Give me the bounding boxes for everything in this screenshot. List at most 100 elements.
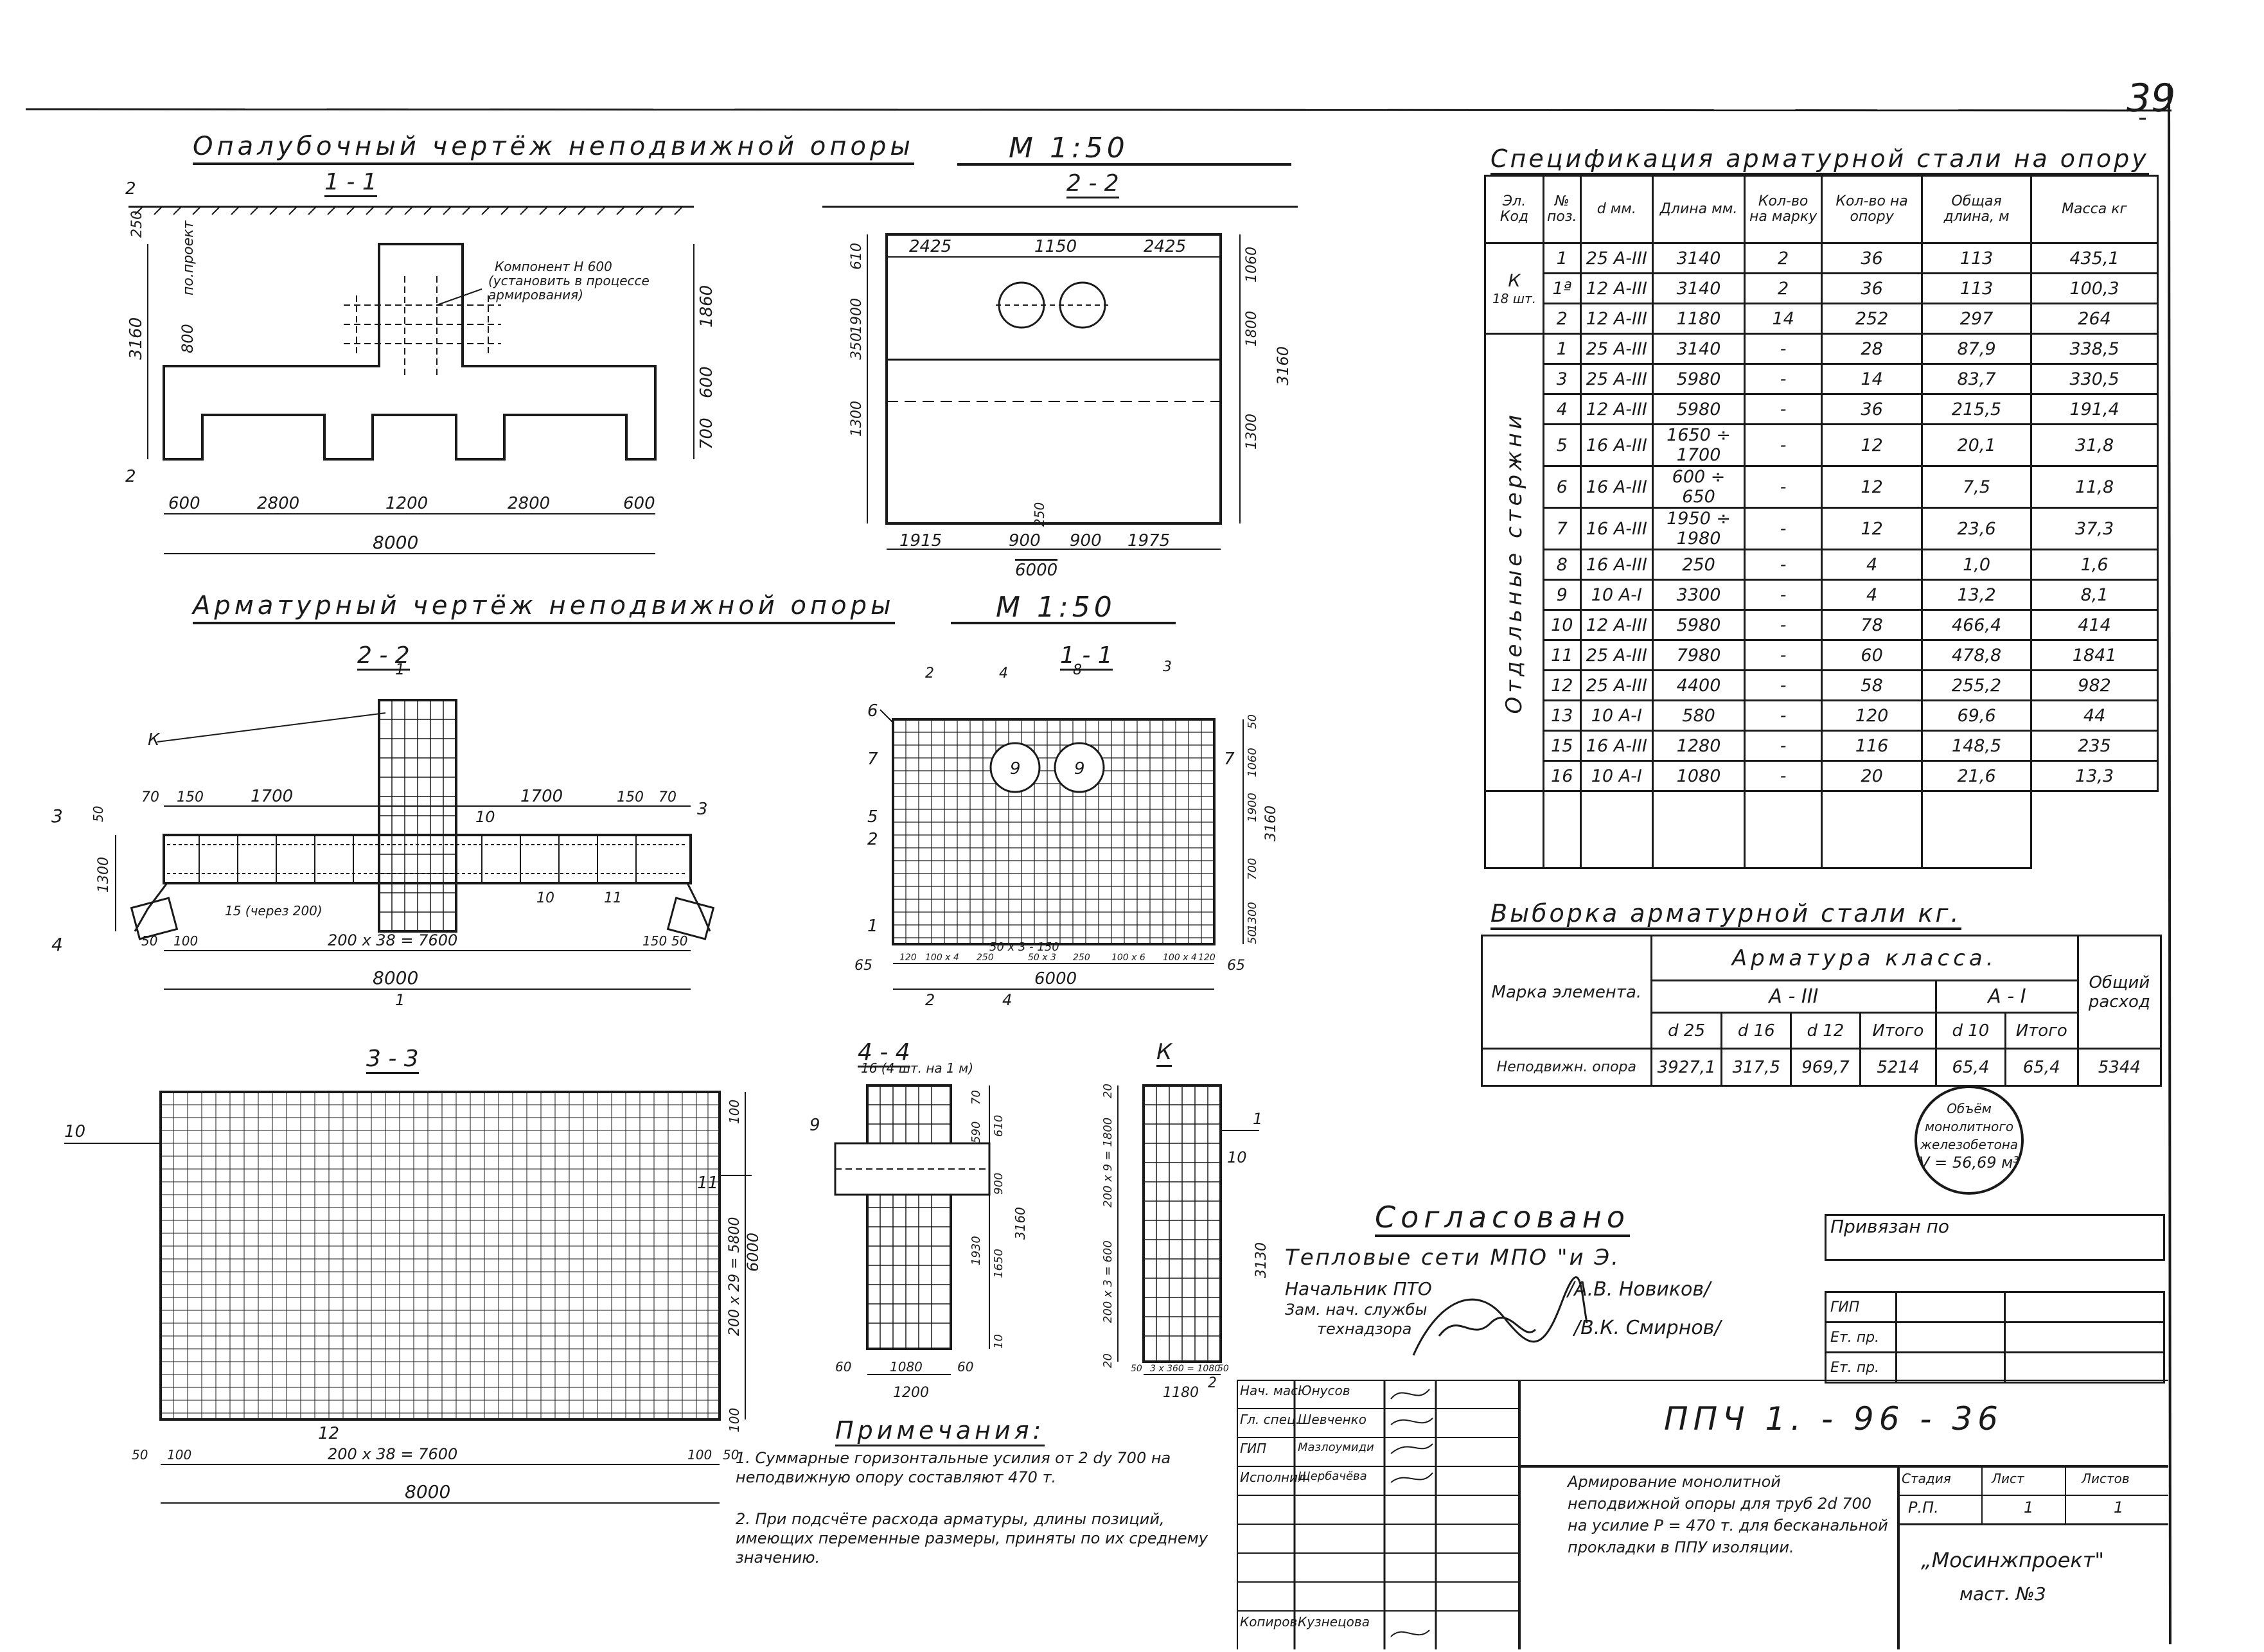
volume-value: V = 56,69 м³: [1919, 1154, 2019, 1172]
volume-line: железобетона: [1920, 1137, 2019, 1152]
table-cell: [1484, 790, 1544, 869]
svg-text:10: 10: [992, 1334, 1005, 1349]
spec-group-rods: Отдельные стержни: [1484, 333, 1544, 792]
svg-text:2: 2: [925, 991, 935, 1009]
svg-text:2800: 2800: [508, 494, 550, 513]
table-cell: 6: [1543, 465, 1582, 509]
svg-text:70: 70: [659, 789, 677, 805]
table-cell: 25 А-III: [1579, 639, 1654, 671]
table-cell: 12 А-III: [1579, 303, 1654, 335]
svg-text:1200: 1200: [893, 1385, 929, 1401]
svg-text:900: 900: [1009, 531, 1041, 550]
table-cell: -: [1743, 465, 1823, 509]
table-cell: 3140: [1652, 272, 1746, 304]
table-cell: 191,4: [2030, 393, 2159, 425]
svg-text:8000: 8000: [373, 532, 418, 553]
tb-role: Исполнил: [1240, 1470, 1306, 1485]
table-cell: 252: [1821, 303, 1923, 335]
svg-text:(установить в процессе: (установить в процессе: [488, 273, 650, 288]
table-cell: -: [1743, 393, 1823, 425]
table-cell: 16 А-III: [1579, 549, 1654, 581]
table-cell: 20,1: [1920, 423, 2033, 467]
table-cell: 21,6: [1920, 760, 2033, 792]
svg-text:12: 12: [318, 1424, 339, 1443]
selection-header-row: Марка элемента. Арматура класса. Общий р…: [1481, 935, 2162, 1050]
svg-text:2800: 2800: [257, 494, 299, 513]
reinforcement-title-underline: [951, 622, 1176, 624]
table-cell: -: [1743, 609, 1823, 641]
reinforcement-2-2-label: 2 - 2: [357, 642, 410, 671]
table-cell: 4400: [1652, 669, 1746, 701]
table-cell: 600 ÷ 650: [1652, 465, 1746, 509]
table-cell: 435,1: [2030, 242, 2159, 274]
table-cell: 4: [1821, 549, 1923, 581]
tb-sheet: 1: [2024, 1498, 2034, 1516]
tb-h-sheets: Листов: [2082, 1471, 2130, 1486]
svg-text:800: 800: [179, 324, 197, 353]
svg-text:200 x 9 = 1800: 200 x 9 = 1800: [1101, 1118, 1115, 1208]
svg-text:350: 350: [849, 333, 865, 360]
table-cell: -: [1743, 669, 1823, 701]
spec-header-cell: d мм.: [1579, 175, 1654, 244]
table-cell: 4: [1543, 393, 1582, 425]
table-cell: 7,5: [1920, 465, 2033, 509]
volume-line: монолитного: [1924, 1119, 2014, 1134]
formwork-title: Опалубочный чертёж неподвижной опоры: [193, 132, 914, 165]
reinforcement-k-label: К: [1156, 1039, 1172, 1067]
tb-name: Мазлоумиди: [1298, 1441, 1374, 1454]
table-cell: 13: [1543, 699, 1582, 732]
table-cell: 2: [1743, 272, 1823, 304]
table-cell: 580: [1652, 699, 1746, 732]
table-cell: 1280: [1652, 730, 1746, 762]
table-cell: 7: [1543, 507, 1582, 550]
table-cell: 12: [1821, 423, 1923, 467]
tb-stage: Р.П.: [1908, 1498, 1939, 1516]
svg-text:1300: 1300: [1244, 414, 1260, 450]
svg-text:1700: 1700: [520, 787, 563, 806]
svg-text:4: 4: [999, 665, 1008, 681]
table-cell: 9: [1543, 579, 1582, 611]
svg-text:250: 250: [1032, 502, 1047, 527]
table-cell: 7980: [1652, 639, 1746, 671]
svg-text:10: 10: [64, 1122, 85, 1141]
tb-role: Нач. мас.: [1240, 1383, 1302, 1398]
table-cell: 5: [1543, 423, 1582, 467]
table-cell: -: [1743, 363, 1823, 395]
table-cell: 11: [1543, 639, 1582, 671]
svg-text:50 x 3: 50 x 3: [1028, 953, 1056, 963]
table-cell: 10 А-I: [1579, 699, 1654, 732]
table-cell: 255,2: [1920, 669, 2033, 701]
spec-header-cell: № поз.: [1543, 175, 1582, 244]
svg-text:60: 60: [835, 1359, 851, 1375]
table-cell: 5980: [1652, 609, 1746, 641]
svg-text:100: 100: [727, 1408, 742, 1432]
tb-role: ГИП: [1240, 1441, 1267, 1456]
svg-text:250: 250: [129, 211, 145, 238]
reinforcement-3-3-label: 3 - 3: [366, 1046, 419, 1074]
table-cell: 13,3: [2030, 760, 2159, 792]
svg-text:70: 70: [141, 789, 159, 805]
svg-text:100 x 4: 100 x 4: [1163, 953, 1197, 963]
svg-text:6000: 6000: [744, 1233, 758, 1272]
table-cell: 3140: [1652, 333, 1746, 365]
table-cell: 466,4: [1920, 609, 2033, 641]
svg-text:6000: 6000: [1034, 969, 1077, 989]
svg-text:11: 11: [604, 890, 622, 906]
spec-header-row: Эл. Код № поз. d мм. Длина мм. Кол-во на…: [1484, 175, 2159, 244]
svg-text:4: 4: [51, 934, 63, 955]
spec-header-cell: Масса кг: [2030, 175, 2159, 244]
svg-text:1650: 1650: [992, 1249, 1005, 1278]
svg-text:1700: 1700: [251, 787, 293, 806]
svg-text:100 x 6: 100 x 6: [1111, 953, 1145, 963]
table-cell: 120: [1821, 699, 1923, 732]
svg-text:1060: 1060: [1244, 247, 1260, 283]
svg-text:600: 600: [623, 494, 655, 513]
notes-title: Примечания:: [835, 1416, 1045, 1446]
svg-text:4: 4: [1002, 991, 1012, 1009]
svg-text:3160: 3160: [1013, 1207, 1028, 1240]
table-cell: 10: [1543, 609, 1582, 641]
